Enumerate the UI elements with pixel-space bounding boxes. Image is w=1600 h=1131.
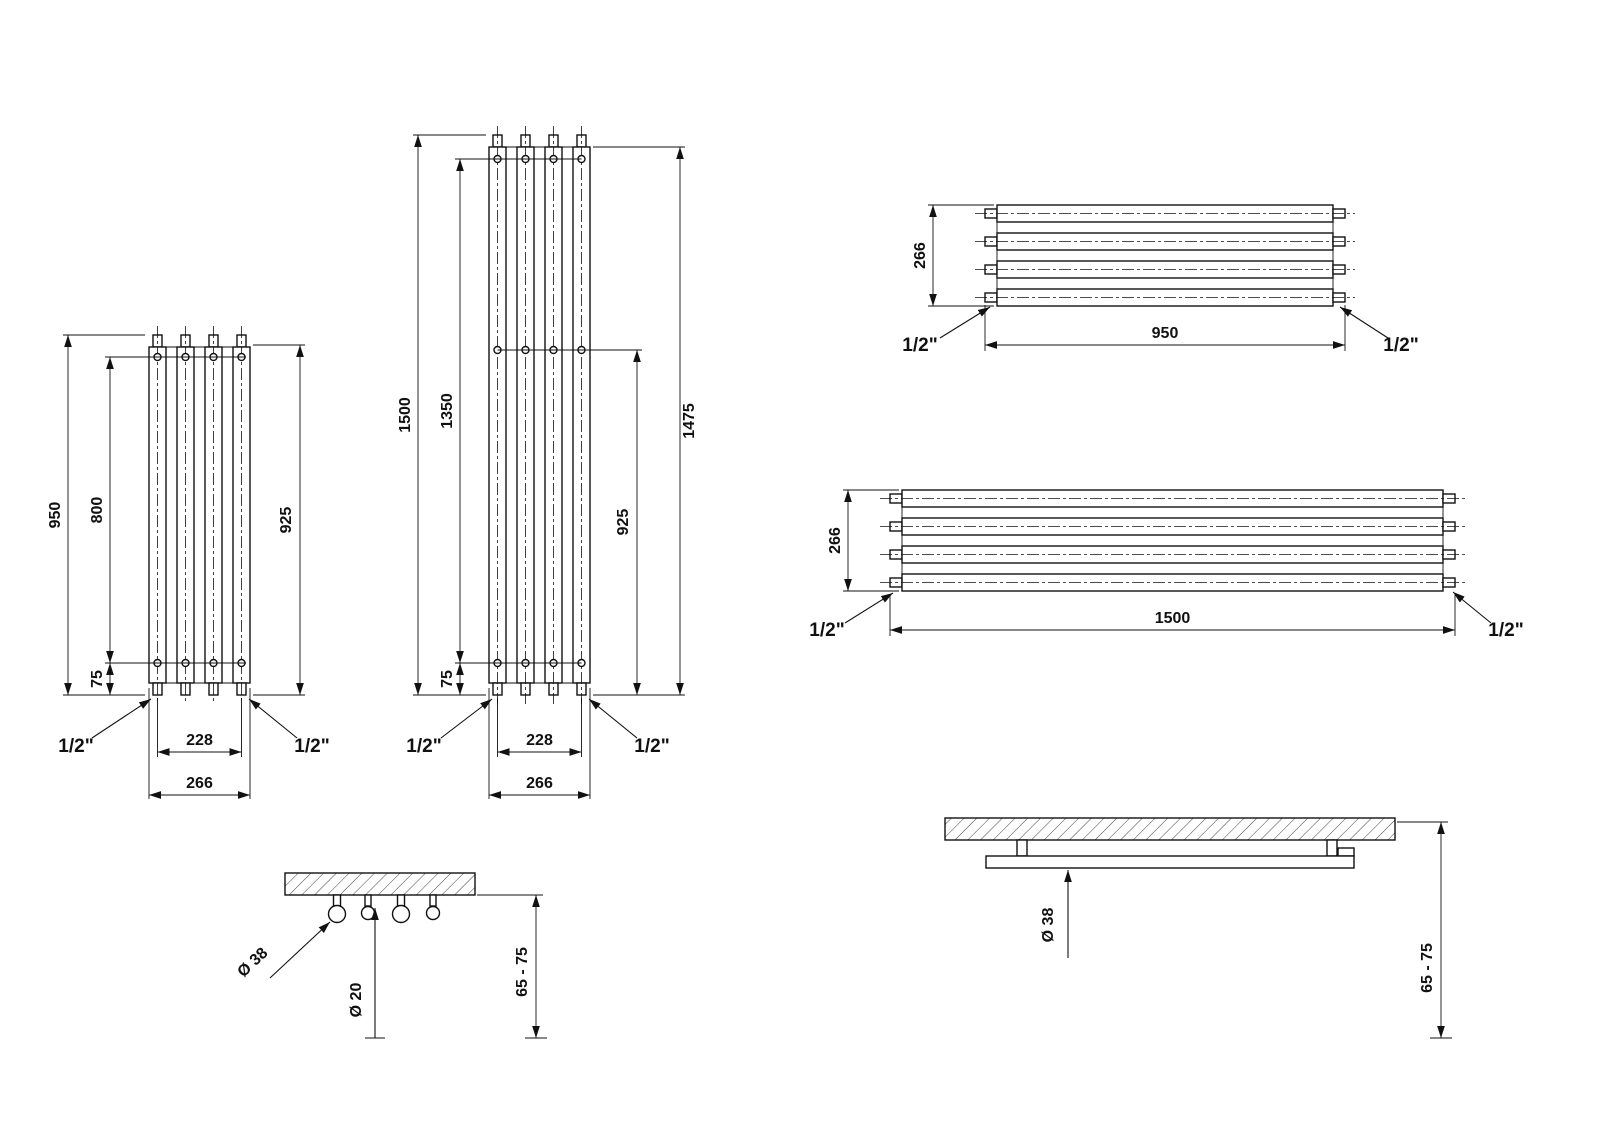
radiator-tube	[232, 325, 251, 705]
dim-value-bracket-diameter: Ø 38	[1040, 908, 1057, 943]
connection-left: 1/2"	[902, 306, 991, 356]
mounting-brackets	[327, 894, 441, 924]
view-vertical-1500: 1500 1350 75 925 1475 228	[397, 125, 698, 799]
dim-value-depth: 266	[912, 242, 929, 269]
radiator-tube	[974, 288, 1356, 307]
radiator-tube	[974, 232, 1356, 251]
dim-value-total-width: 266	[526, 775, 553, 792]
dim-value-length: 950	[1152, 325, 1179, 342]
dim-connection-spacing: 228	[497, 698, 582, 757]
dim-value-connection-spacing: 228	[186, 732, 213, 749]
wall-section	[284, 872, 476, 896]
radiator-body	[488, 125, 591, 705]
dim-value-total-height: 1500	[397, 397, 414, 433]
dim-value-wall-distance: 65 - 75	[514, 947, 531, 997]
connection-right: 1/2"	[248, 698, 330, 757]
connection-label: 1/2"	[1383, 335, 1418, 356]
dim-bottom-offset: 75	[439, 663, 464, 695]
dim-value-side-height: 925	[278, 507, 295, 534]
radiator-tube	[204, 325, 223, 705]
dim-value-side-height: 925	[615, 509, 632, 536]
wall-section	[944, 817, 1396, 841]
radiator-body	[148, 325, 251, 705]
dim-value-length: 1500	[1155, 610, 1191, 627]
dim-value-connection-spacing: 228	[526, 732, 553, 749]
dim-bracket-spacing: 800	[89, 356, 246, 664]
radiator-profile	[985, 855, 1355, 869]
radiator-tube	[879, 545, 1466, 564]
dim-value-total-height: 950	[47, 502, 64, 529]
dim-total-height: 950	[47, 334, 145, 696]
dim-value-total-width: 266	[186, 775, 213, 792]
dim-value-bracket-spacing: 1350	[439, 393, 456, 429]
dim-value-tube-height: 1475	[681, 403, 698, 439]
connection-left: 1/2"	[58, 698, 152, 757]
dim-bracket-spacing: 1350	[439, 158, 582, 664]
connection-label: 1/2"	[634, 736, 669, 757]
view-section-vertical-mount: Ø 38 Ø 20 65 - 75	[234, 872, 547, 1039]
radiator-tube	[148, 325, 167, 705]
radiator-tube	[974, 260, 1356, 279]
dim-value-bottom-offset: 75	[89, 670, 106, 688]
dim-connection-spacing: 228	[157, 698, 242, 757]
radiator-tube	[572, 125, 591, 705]
dim-depth: 266	[912, 204, 994, 307]
view-horizontal-950: 266 950 1/2" 1/2"	[902, 204, 1419, 356]
radiator-tube	[974, 204, 1356, 223]
connection-right: 1/2"	[588, 698, 670, 757]
connection-label: 1/2"	[1488, 620, 1523, 641]
dim-bottom-offset: 75	[89, 663, 114, 695]
dim-tube-diameter: Ø 20	[348, 908, 385, 1039]
dim-side-height: 925	[497, 349, 685, 696]
dim-value-wall-distance: 65 - 75	[1419, 943, 1436, 993]
connection-label: 1/2"	[902, 335, 937, 356]
view-vertical-950: 950 800 75 925 228 266	[47, 325, 330, 799]
dim-value-tube-diameter: Ø 20	[348, 983, 365, 1018]
connection-right: 1/2"	[1339, 306, 1419, 356]
dim-wall-distance: 65 - 75	[1397, 821, 1452, 1039]
connection-left: 1/2"	[406, 698, 493, 757]
dim-side-height: 925	[253, 344, 305, 696]
dim-depth: 266	[827, 489, 899, 592]
radiator-tube	[879, 573, 1466, 592]
radiator-tube	[516, 125, 535, 705]
radiator-tube	[488, 125, 507, 705]
radiator-body	[974, 204, 1356, 307]
connection-right: 1/2"	[1452, 591, 1524, 641]
view-section-horizontal-mount: Ø 38 65 - 75	[944, 817, 1452, 1039]
connection-label: 1/2"	[294, 736, 329, 757]
connection-label: 1/2"	[58, 736, 93, 757]
connection-label: 1/2"	[809, 620, 844, 641]
dim-value-depth: 266	[827, 527, 844, 554]
view-horizontal-1500: 266 1500 1/2" 1/2"	[809, 489, 1524, 641]
dim-total-width: 266	[488, 688, 591, 799]
dim-tube-height: 1475	[593, 146, 698, 695]
dim-total-height: 1500	[397, 134, 486, 696]
dim-value-bottom-offset: 75	[439, 670, 456, 688]
connection-left: 1/2"	[809, 592, 894, 641]
dim-length: 950	[984, 305, 1346, 351]
dim-bracket-diameter: Ø 38	[1040, 870, 1072, 958]
dim-wall-distance: 65 - 75	[477, 894, 547, 1039]
radiator-tube	[176, 325, 195, 705]
dim-value-bracket-spacing: 800	[89, 497, 106, 524]
connection-label: 1/2"	[406, 736, 441, 757]
radiator-tube	[879, 489, 1466, 508]
radiator-body	[879, 489, 1466, 592]
radiator-tube	[544, 125, 563, 705]
radiator-tube	[879, 517, 1466, 536]
